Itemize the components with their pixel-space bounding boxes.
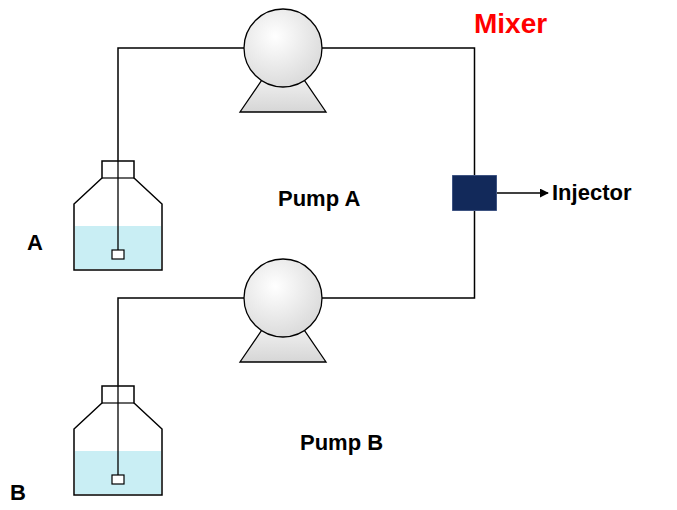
mixer-outline xyxy=(452,175,497,211)
pump-head xyxy=(244,9,322,87)
flow-arrow xyxy=(497,192,548,194)
tubing-line xyxy=(118,48,244,160)
injector: Injector xyxy=(552,180,636,207)
pump-label: Pump A xyxy=(278,186,360,212)
suction-tube xyxy=(117,385,118,475)
injector-label: Injector xyxy=(552,180,631,206)
solvent-bottle-label: B xyxy=(10,480,26,506)
pump-label: Pump B xyxy=(300,430,383,456)
tubing-line xyxy=(322,211,475,298)
inlet-filter xyxy=(112,250,124,259)
mixer: Mixer xyxy=(452,175,497,211)
pump-outline xyxy=(238,8,328,114)
inlet-filter xyxy=(112,475,124,484)
tubing-line xyxy=(322,48,475,175)
pump: Pump A xyxy=(238,8,328,114)
solvent-bottle: A xyxy=(72,160,164,272)
bottle-outline xyxy=(74,386,162,495)
tubing-line xyxy=(118,298,244,385)
solvent-bottle-outline xyxy=(72,160,164,272)
pump: Pump B xyxy=(238,258,328,364)
pump-head xyxy=(244,259,322,337)
suction-tube xyxy=(117,160,118,250)
bottle-outline xyxy=(74,161,162,270)
solvent-bottle: B xyxy=(72,385,164,497)
mixer-label: Mixer xyxy=(474,7,547,41)
solvent-bottle-outline xyxy=(72,385,164,497)
solvent-bottle-label: A xyxy=(27,230,43,256)
mixer-block xyxy=(452,175,497,211)
pump-outline xyxy=(238,258,328,364)
